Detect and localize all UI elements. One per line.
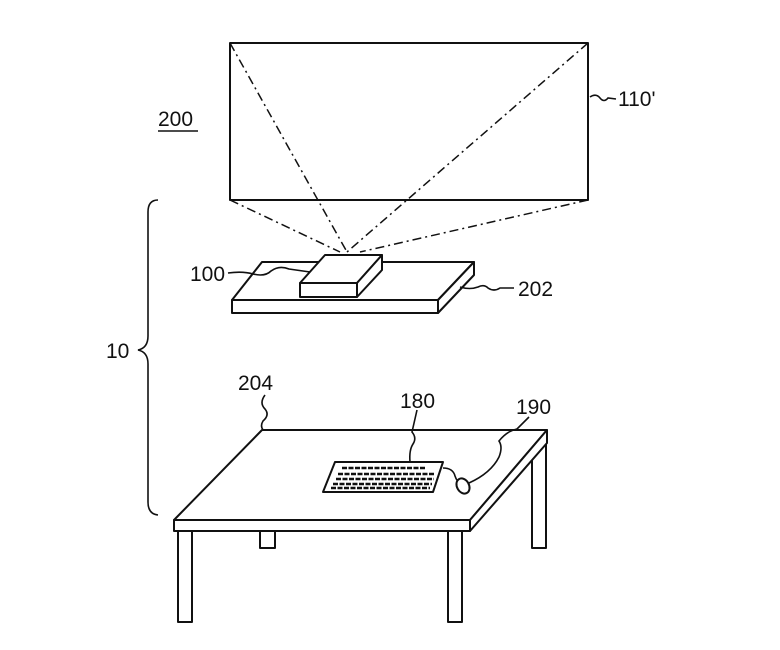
projector-leader bbox=[227, 266, 311, 276]
mouse-leader bbox=[468, 416, 530, 484]
projection-rays bbox=[229, 42, 589, 253]
screen-leader bbox=[589, 94, 617, 102]
label-figure-system: 200 bbox=[158, 108, 193, 131]
label-keyboard: 180 bbox=[400, 390, 435, 413]
mouse bbox=[455, 477, 471, 495]
platform-leader bbox=[459, 284, 514, 291]
label-mouse: 190 bbox=[516, 396, 551, 419]
assembly-brace bbox=[137, 199, 159, 516]
keyboard bbox=[322, 461, 444, 493]
keyboard-leader bbox=[409, 409, 418, 463]
projection-screen bbox=[229, 42, 589, 201]
table bbox=[173, 429, 548, 623]
table-leader bbox=[260, 394, 268, 431]
label-table: 204 bbox=[238, 372, 273, 395]
label-assembly: 10 bbox=[106, 340, 129, 363]
label-projector: 100 bbox=[190, 263, 225, 286]
label-platform: 202 bbox=[518, 278, 553, 301]
label-screen: 110' bbox=[618, 88, 656, 111]
projector bbox=[299, 254, 383, 298]
